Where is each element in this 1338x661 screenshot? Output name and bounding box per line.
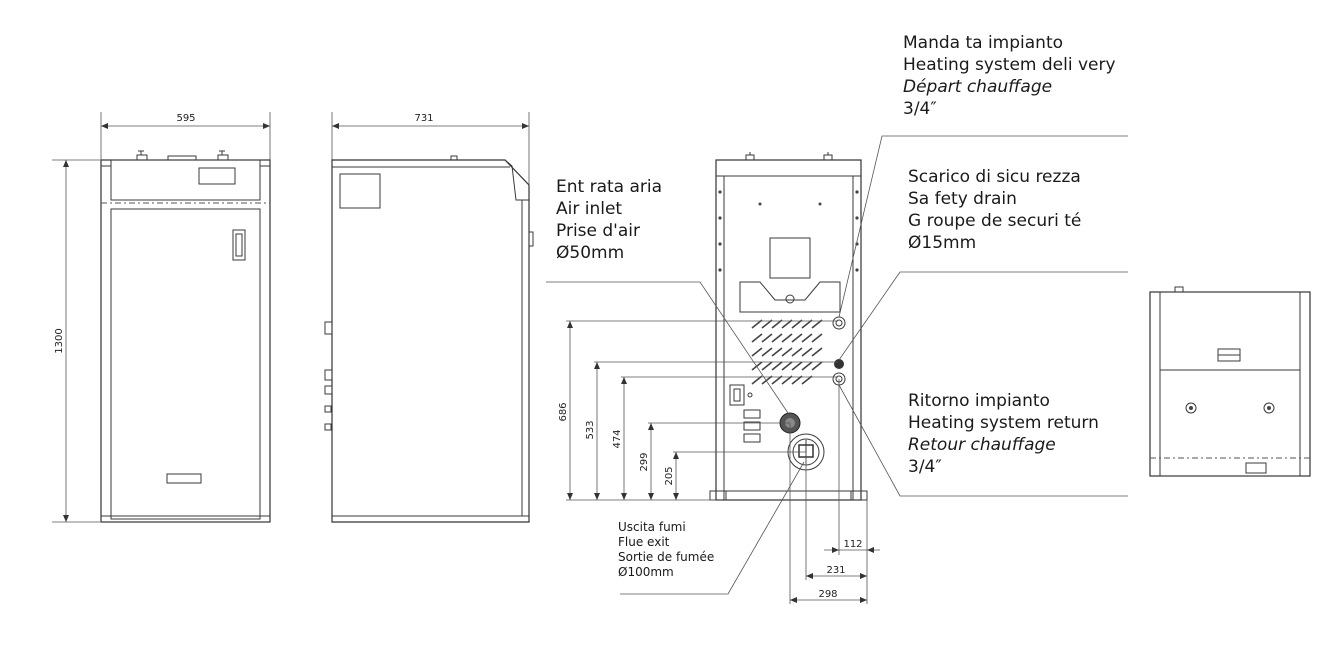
dim-205: 205 xyxy=(664,466,675,485)
rear-view: 686 533 474 299 205 112 231 298 xyxy=(546,135,1128,604)
dim-231: 231 xyxy=(826,565,845,576)
heating-return-it: Ritorno impianto xyxy=(908,391,1050,411)
side-view: 731 xyxy=(324,112,534,523)
safety-drain-en: Sa fety drain xyxy=(908,189,1017,209)
callout-heating-return: Ritorno impianto Heating system return R… xyxy=(908,390,1099,478)
callout-heating-delivery: Manda ta impianto Heating system deli ve… xyxy=(903,32,1116,120)
flue-exit-size: Ø100mm xyxy=(618,565,674,579)
dim-side-depth: 731 xyxy=(414,113,433,124)
flue-exit-en: Flue exit xyxy=(618,535,670,549)
top-view xyxy=(1149,286,1311,477)
dim-112: 112 xyxy=(843,539,862,550)
callout-air-inlet: Ent rata aria Air inlet Prise d'air Ø50m… xyxy=(556,176,662,264)
safety-drain-size: Ø15mm xyxy=(908,233,977,253)
dim-height: 1300 xyxy=(54,328,65,353)
heating-return-fr: Retour chauffage xyxy=(908,435,1056,455)
callout-flue-exit: Uscita fumi Flue exit Sortie de fumée Ø1… xyxy=(618,520,714,580)
safety-drain-connection xyxy=(834,359,844,369)
front-view: 595 1300 xyxy=(52,112,271,523)
flue-exit-it: Uscita fumi xyxy=(618,520,686,534)
air-inlet-fr: Prise d'air xyxy=(556,221,640,241)
air-inlet-en: Air inlet xyxy=(556,199,623,219)
heating-delivery-it: Manda ta impianto xyxy=(903,33,1064,53)
air-inlet-it: Ent rata aria xyxy=(556,177,663,197)
dim-front-width: 595 xyxy=(176,113,195,124)
heating-return-size: 3/4″ xyxy=(908,457,942,477)
dim-299: 299 xyxy=(639,452,650,471)
safety-drain-fr: G roupe de securi té xyxy=(908,211,1082,231)
callout-safety-drain: Scarico di sicu rezza Sa fety drain G ro… xyxy=(908,166,1081,254)
dim-533: 533 xyxy=(585,420,596,439)
dim-686: 686 xyxy=(558,402,569,421)
air-inlet-size: Ø50mm xyxy=(556,243,625,263)
dim-474: 474 xyxy=(612,429,623,448)
flue-exit-fr: Sortie de fumée xyxy=(618,550,715,564)
heating-delivery-en: Heating system deli very xyxy=(903,55,1116,75)
heating-return-en: Heating system return xyxy=(908,413,1099,433)
safety-drain-it: Scarico di sicu rezza xyxy=(908,167,1081,187)
heating-delivery-fr: Départ chauffage xyxy=(903,77,1053,97)
dim-298: 298 xyxy=(818,589,837,600)
heating-delivery-size: 3/4″ xyxy=(903,99,937,119)
